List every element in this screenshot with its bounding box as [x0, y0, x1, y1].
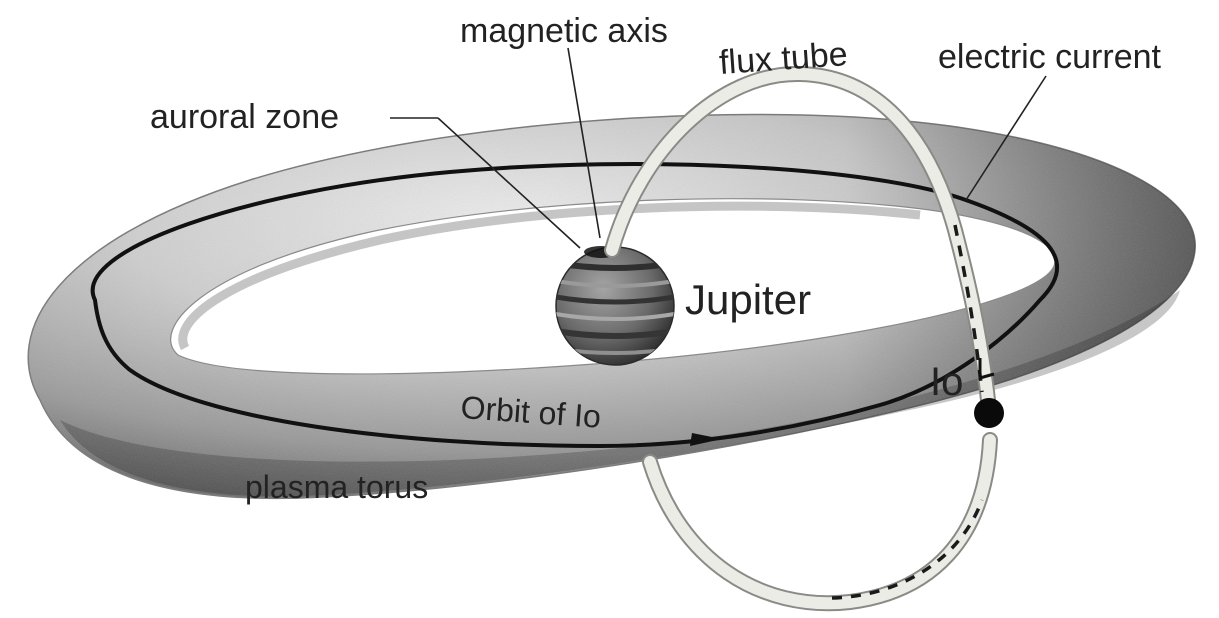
label-io: Io	[930, 360, 963, 404]
label-plasma-torus: plasma torus	[245, 469, 428, 505]
label-magnetic-axis: magnetic axis	[460, 12, 668, 50]
flux-tube-lower	[650, 440, 990, 603]
io-moon	[974, 398, 1004, 428]
label-electric-current: electric current	[938, 38, 1162, 76]
label-jupiter: Jupiter	[685, 276, 811, 323]
label-auroral-zone: auroral zone	[150, 98, 339, 136]
